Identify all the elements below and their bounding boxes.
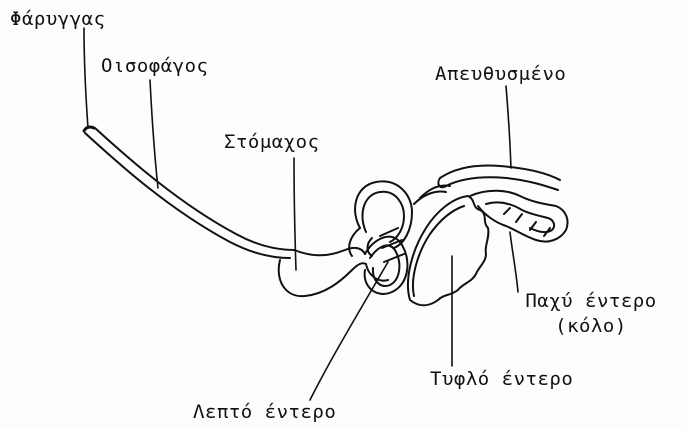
caecum-shape [408,196,488,305]
small-intestine-shape [349,181,412,294]
label-pharynx: Φάρυγγας [10,10,106,29]
label-colon-line2: (κόλο) [500,317,682,336]
leader-colon [510,232,518,292]
label-small-intestine: Λεπτό έντερο [193,403,336,422]
label-caecum: Τυφλό έντερο [430,370,573,389]
label-stomach: Στόμαχος [224,133,320,152]
pharynx-shape [84,127,94,131]
rectum-shape [414,166,560,205]
leader-esophagus [150,80,158,188]
leader-pharynx [84,28,88,128]
label-rectum: Απευθυσμένο [435,65,566,84]
label-esophagus: Οισοφάγος [101,57,208,76]
label-colon: Παχύ έντερο (κόλο) [500,292,682,336]
label-colon-line1: Παχύ έντερο [500,292,682,311]
leader-stomach [294,158,296,270]
leader-rectum [506,86,511,168]
leader-small-intestine [310,262,388,400]
stomach-shape [279,248,366,296]
